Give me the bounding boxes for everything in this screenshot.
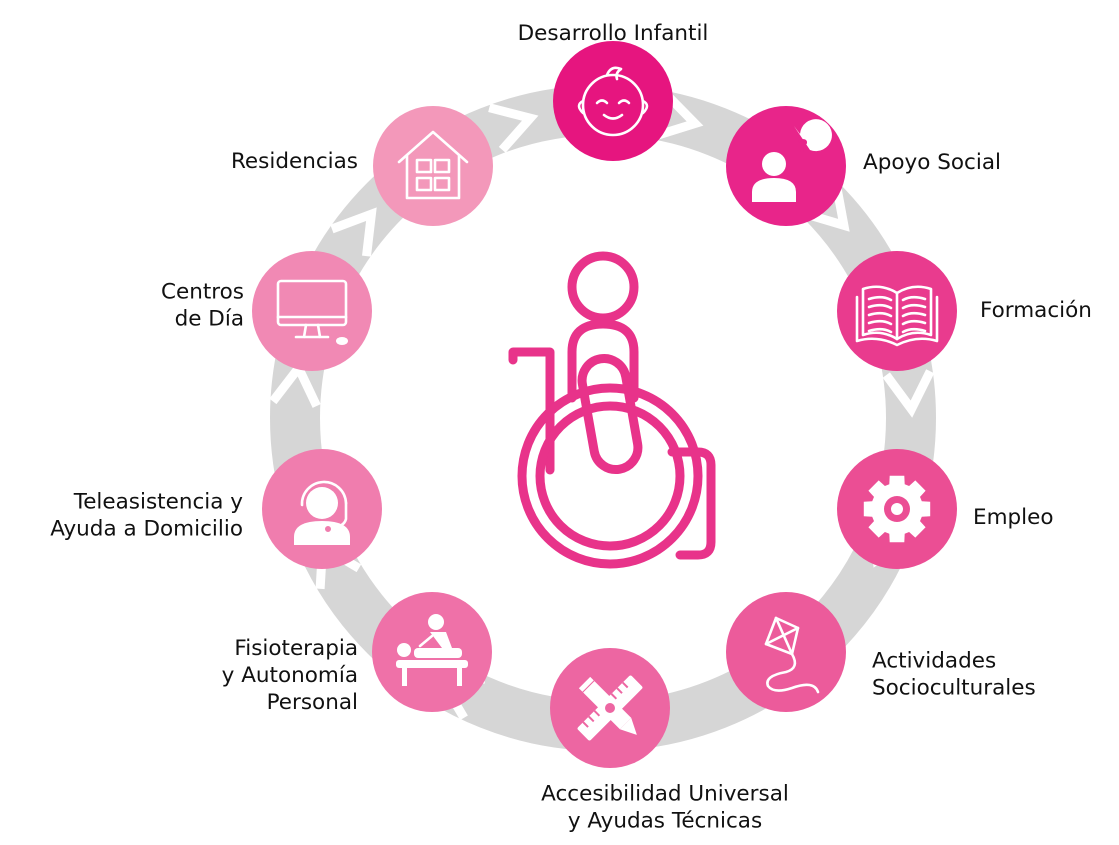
massage-table-icon (396, 614, 468, 686)
ruler-pencil-icon (577, 675, 643, 741)
gear-icon (863, 475, 931, 543)
svg-text:?: ? (798, 136, 808, 157)
chevron-arrow-icon (330, 207, 377, 257)
node-label-accesibilidad-universal: Accesibilidad Universal (541, 782, 789, 807)
service-nodes: Desarrollo Infantil? Apoyo SocialFormació… (50, 21, 1092, 834)
node-label-teleasistencia: Ayuda a Domicilio (50, 517, 243, 542)
wheelchair-user-icon (508, 251, 716, 569)
baby-face-icon (577, 66, 649, 137)
node-label-fisioterapia: Fisioterapia (234, 636, 358, 661)
node-label-formacion: Formación (980, 298, 1092, 323)
footrest-shape (667, 447, 716, 560)
torso-shape (567, 319, 639, 403)
house-icon (397, 130, 469, 200)
node-label-centros-de-dia: Centros (161, 280, 244, 305)
node-label-empleo: Empleo (973, 505, 1054, 530)
head-shape (567, 251, 639, 323)
wheel-outer-shape (517, 383, 703, 569)
node-label-apoyo-social: Apoyo Social (863, 150, 1001, 175)
node-label-centros-de-dia: de Día (175, 307, 244, 332)
kite-icon (764, 616, 820, 694)
wheel-inner-shape (535, 401, 685, 551)
person-question-icon: ? (752, 119, 832, 202)
node-circle (553, 41, 673, 161)
node-label-fisioterapia: Personal (267, 690, 358, 715)
open-book-icon (855, 285, 939, 347)
node-label-fisioterapia: y Autonomía (222, 663, 358, 688)
headset-operator-icon (294, 480, 350, 545)
node-desarrollo-infantil: Desarrollo Infantil (518, 21, 709, 161)
node-label-teleasistencia: Teleasistencia y (73, 490, 244, 515)
chevron-arrow-icon (882, 369, 935, 418)
node-label-residencias: Residencias (231, 149, 358, 174)
node-circle (726, 106, 846, 226)
node-label-accesibilidad-universal: y Ayudas Técnicas (568, 809, 762, 834)
node-circle (252, 251, 372, 371)
node-residencias: Residencias (231, 106, 493, 226)
node-label-actividades-socioculturales: Socioculturales (872, 676, 1036, 701)
node-formacion: Formación (837, 251, 1092, 371)
node-label-actividades-socioculturales: Actividades (872, 649, 996, 674)
chevron-arrow-icon (488, 103, 539, 153)
desktop-computer-icon (276, 279, 348, 345)
node-apoyo-social: ? Apoyo Social (726, 106, 1001, 226)
chevron-arrow-icon (653, 90, 704, 141)
node-empleo: Empleo (837, 449, 1054, 569)
node-circle (373, 106, 493, 226)
node-label-desarrollo-infantil: Desarrollo Infantil (518, 21, 709, 46)
